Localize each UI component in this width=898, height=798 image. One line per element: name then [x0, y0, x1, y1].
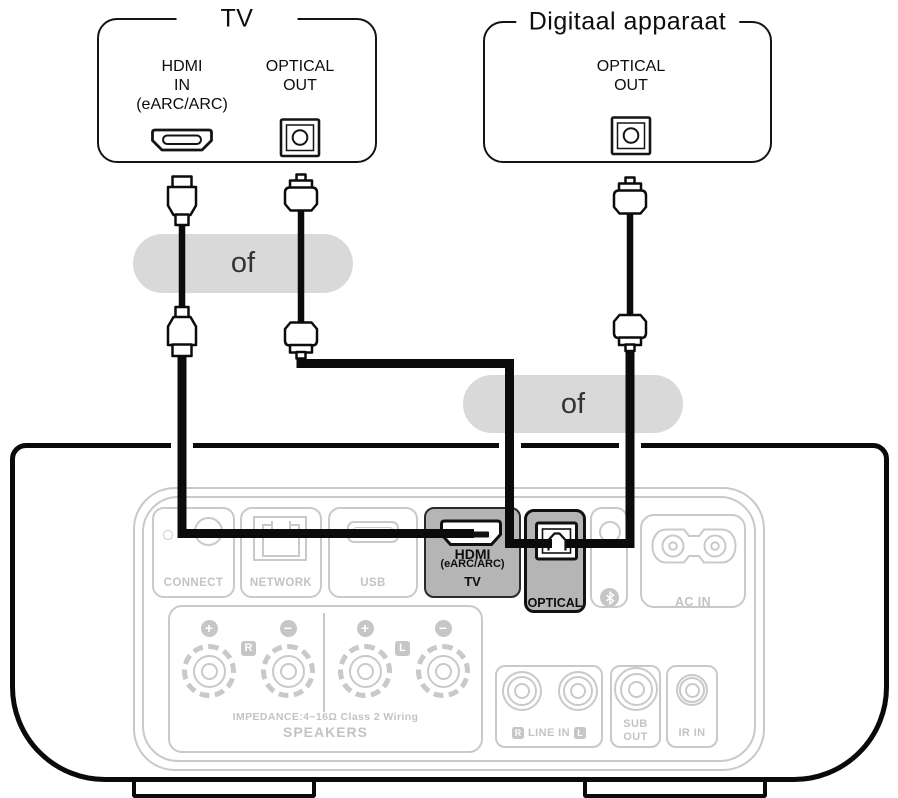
speaker-post-r-minus	[261, 644, 315, 698]
optical-digital-plug-bottom	[612, 313, 648, 353]
usb-label: USB	[360, 577, 386, 589]
speakers-label: SPEAKERS	[282, 724, 369, 740]
tv-optical-port-label: OPTICAL OUT	[265, 58, 335, 94]
tv-box-title: TV	[176, 4, 298, 34]
sub-out-section	[610, 665, 661, 748]
cable-gap-optical-digital	[619, 440, 641, 453]
speaker-post-l-plus	[338, 644, 392, 698]
ac-in-label: AC IN	[674, 595, 712, 609]
or-pill-top: of	[133, 234, 353, 293]
impedance-label: IMPEDANCE:4~16Ω Class 2 Wiring	[232, 711, 419, 723]
device-foot-left	[132, 782, 316, 798]
line-in-label-row: R LINE IN L	[495, 727, 603, 739]
cable-gap-optical-tv	[498, 440, 521, 453]
sub-out-label: SUB OUT	[623, 718, 648, 743]
speaker-left-badge: L	[395, 641, 410, 656]
speaker-right-badge: R	[241, 641, 256, 656]
speaker-r-plus-badge: +	[200, 619, 218, 637]
ethernet-port-tab	[271, 521, 291, 532]
speakers-section	[168, 605, 483, 753]
usb-port-inner	[353, 526, 393, 538]
device-optical-label: OPTICAL	[527, 596, 583, 610]
line-in-jack-l	[558, 671, 598, 711]
bluetooth-icon	[600, 588, 619, 607]
ac-in-section	[640, 514, 746, 608]
line-in-jack-r	[502, 671, 542, 711]
speaker-l-plus-badge: +	[356, 619, 374, 637]
line-in-r-badge: R	[512, 727, 525, 739]
digital-box-title: Digitaal apparaat	[515, 7, 740, 37]
connect-led	[163, 530, 173, 540]
hdmi-plug-top	[166, 175, 198, 227]
optical-tv-plug-top	[283, 173, 319, 212]
cable-gap-hdmi	[171, 440, 193, 453]
or-pill-bottom: of	[463, 375, 683, 433]
line-in-section	[495, 665, 603, 748]
tv-source-box: TV	[97, 4, 377, 163]
ir-in-label: IR IN	[678, 727, 706, 739]
speaker-r-minus-badge: −	[279, 619, 297, 637]
speaker-post-l-minus	[416, 644, 470, 698]
connect-button	[194, 517, 223, 546]
optical-digital-plug-top	[612, 176, 648, 215]
tv-hdmi-port-label: HDMI IN (eARC/ARC)	[136, 58, 228, 113]
ac-inlet-icon	[651, 528, 737, 564]
device-foot-right	[583, 782, 767, 798]
device-hdmi-tv-label: TV	[464, 574, 481, 589]
speakers-divider	[323, 613, 325, 712]
sub-out-jack	[614, 667, 658, 711]
bluetooth-antenna-port	[599, 521, 621, 543]
optical-tv-plug-bottom	[283, 321, 319, 360]
speaker-l-minus-badge: −	[434, 619, 452, 637]
line-in-l-badge: L	[573, 727, 586, 739]
network-label: NETWORK	[249, 577, 313, 589]
speaker-post-r-plus	[182, 644, 236, 698]
ir-in-jack	[676, 674, 708, 706]
connect-label: CONNECT	[163, 577, 224, 589]
line-in-label: LINE IN	[528, 727, 570, 739]
device-hdmi-earc-label: (eARC/ARC)	[440, 558, 505, 570]
hdmi-plug-bottom	[166, 305, 198, 358]
ir-in-section	[666, 665, 718, 748]
digital-optical-port-label: OPTICAL OUT	[596, 58, 666, 94]
device-hdmi-label: HDMI	[454, 546, 491, 562]
